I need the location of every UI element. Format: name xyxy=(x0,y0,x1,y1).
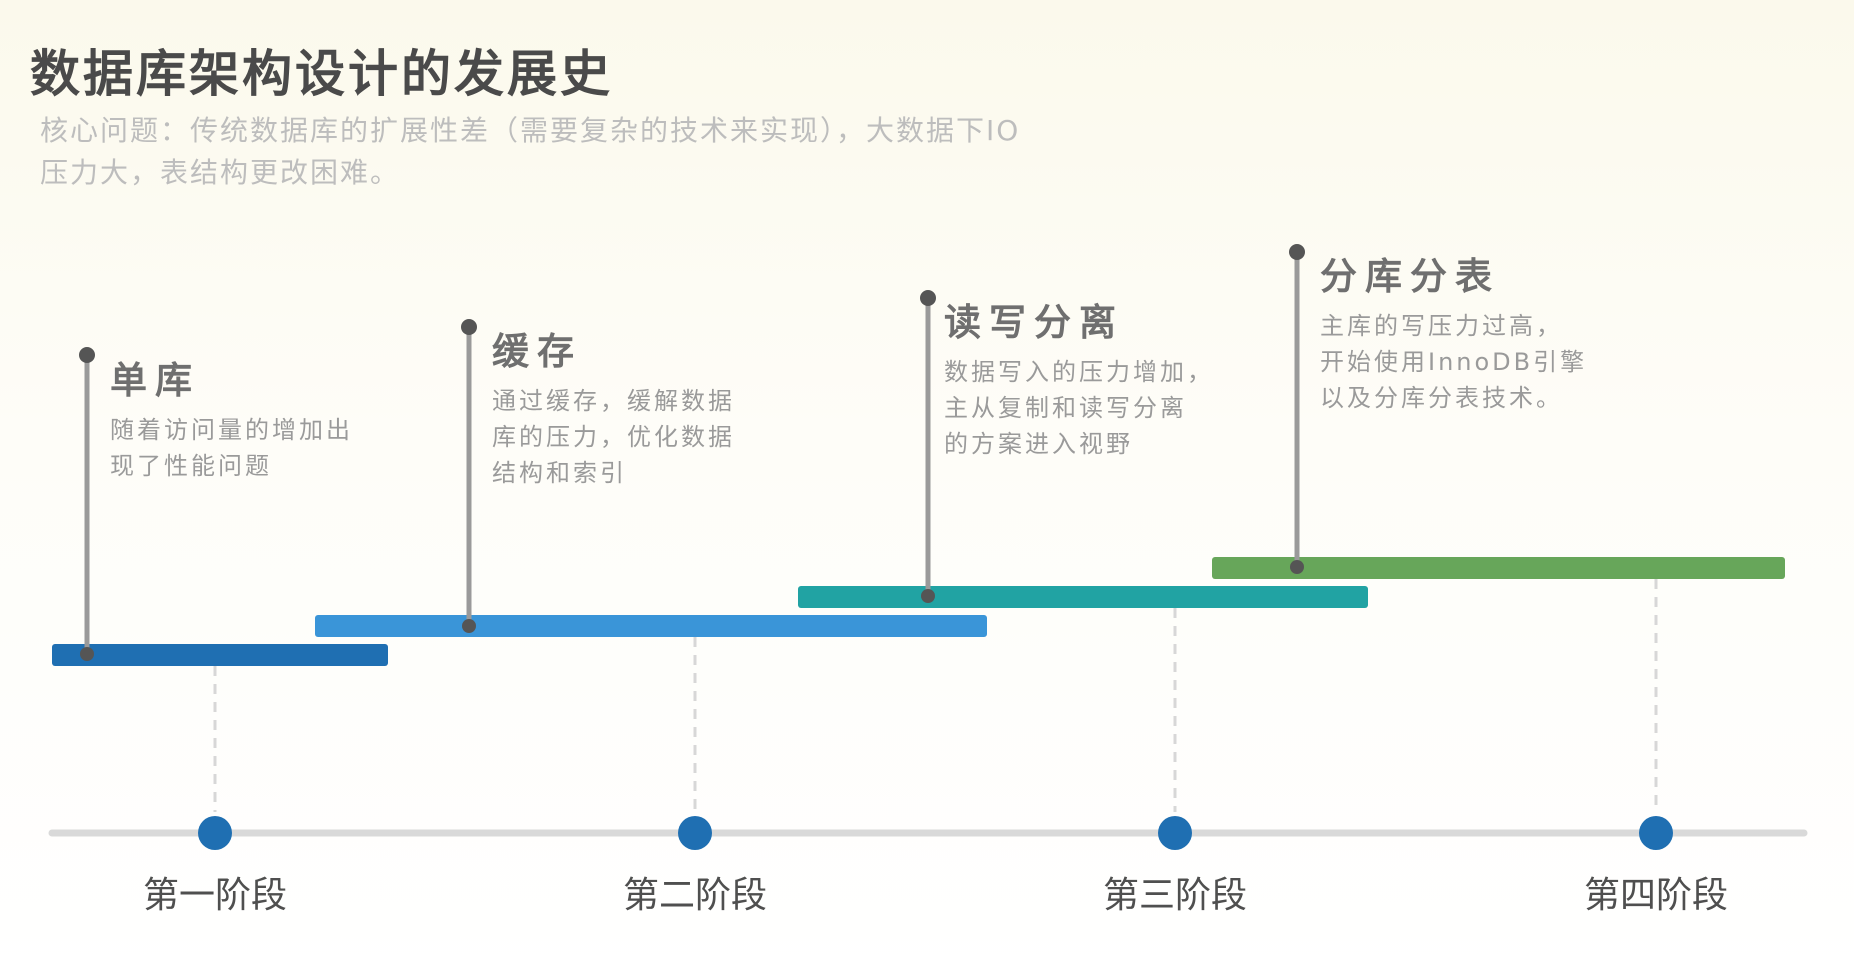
stage-description-line: 库的压力，优化数据 xyxy=(492,423,735,451)
stage-bar xyxy=(315,615,987,637)
stage-pin-head xyxy=(461,319,477,335)
stage-pin-head xyxy=(79,347,95,363)
page-title: 数据库架构设计的发展史 xyxy=(30,45,613,103)
stage-card-3: 读写分离 数据写入的压力增加， 主从复制和读写分离 的方案进入视野 xyxy=(944,298,1214,462)
subtitle-line: 核心问题：传统数据库的扩展性差（需要复杂的技术来实现），大数据下IO xyxy=(40,114,1021,147)
stage-description-line: 主库的写压力过高， xyxy=(1320,312,1563,340)
stage-title: 缓存 xyxy=(492,330,582,373)
stage-label: 第三阶段 xyxy=(1102,875,1247,916)
stage-pin-head xyxy=(1289,244,1305,260)
stage-title: 分库分表 xyxy=(1320,255,1500,298)
stage-description: 随着访问量的增加出 现了性能问题 xyxy=(110,412,353,484)
stage-label: 第二阶段 xyxy=(622,875,767,916)
stage-description-line: 通过缓存，缓解数据 xyxy=(492,387,735,415)
stage-description-line: 的方案进入视野 xyxy=(944,430,1133,458)
stage-description-line: 主从复制和读写分离 xyxy=(944,394,1187,422)
stage-title: 单库 xyxy=(110,359,200,402)
stage-bar xyxy=(798,586,1368,608)
stage-dot xyxy=(1639,816,1673,850)
stage-description-line: 现了性能问题 xyxy=(110,452,272,480)
stage-dot xyxy=(678,816,712,850)
stage-description-line: 随着访问量的增加出 xyxy=(110,416,353,444)
stage-description-line: 以及分库分表技术。 xyxy=(1320,384,1563,412)
stage-pin-foot xyxy=(921,589,935,603)
stage-label: 第四阶段 xyxy=(1583,875,1728,916)
stage-dot xyxy=(1158,816,1192,850)
stage-description: 数据写入的压力增加， 主从复制和读写分离 的方案进入视野 xyxy=(944,354,1214,462)
stage-card-4: 分库分表 主库的写压力过高， 开始使用InnoDB引擎 以及分库分表技术。 xyxy=(1320,252,1587,416)
stage-description: 通过缓存，缓解数据 库的压力，优化数据 结构和索引 xyxy=(492,383,735,491)
stage-label: 第一阶段 xyxy=(142,875,287,916)
stage-description-line: 结构和索引 xyxy=(492,459,627,487)
stage-bar xyxy=(1212,557,1785,579)
subtitle-line: 压力大，表结构更改困难。 xyxy=(40,156,401,189)
stage-description-line: 数据写入的压力增加， xyxy=(944,358,1214,386)
stage-title: 读写分离 xyxy=(944,301,1124,344)
stage-pin-head xyxy=(920,290,936,306)
stage-description: 主库的写压力过高， 开始使用InnoDB引擎 以及分库分表技术。 xyxy=(1320,308,1587,416)
stage-card-1: 单库 随着访问量的增加出 现了性能问题 xyxy=(110,356,353,484)
stage-pin-foot xyxy=(80,647,94,661)
stage-card-2: 缓存 通过缓存，缓解数据 库的压力，优化数据 结构和索引 xyxy=(492,327,735,491)
stage-dot xyxy=(198,816,232,850)
stage-bar xyxy=(52,644,388,666)
stage-pin-foot xyxy=(1290,560,1304,574)
stage-pin-foot xyxy=(462,619,476,633)
page-subtitle: 核心问题：传统数据库的扩展性差（需要复杂的技术来实现），大数据下IO 压力大，表… xyxy=(40,110,1120,194)
stage-description-line: 开始使用InnoDB引擎 xyxy=(1320,348,1588,376)
